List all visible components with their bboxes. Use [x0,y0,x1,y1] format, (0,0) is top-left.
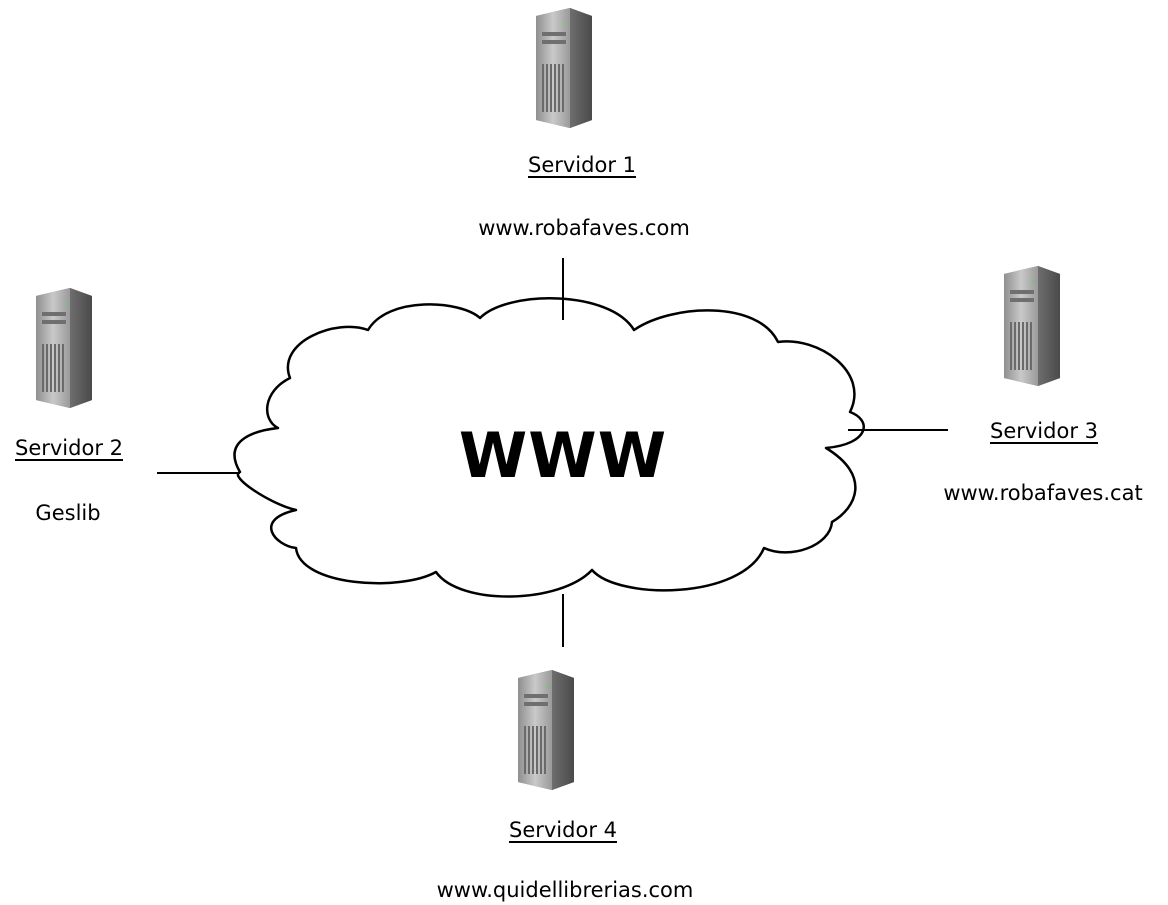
server-tower-icon [36,288,92,408]
connector-servidor-4 [562,594,564,647]
connector-servidor-1 [562,258,564,320]
server-2-detail: Geslib [35,501,101,525]
server-tower-icon [1004,266,1060,386]
server-1-detail: www.robafaves.com [478,216,690,240]
server-3-detail: www.robafaves.cat [943,481,1143,505]
connector-servidor-2 [157,472,240,474]
server-2-name: Servidor 2 [15,436,123,460]
server-3-name: Servidor 3 [990,419,1098,443]
server-tower-icon [536,8,592,128]
server-tower-icon [518,670,574,790]
server-4-name: Servidor 4 [509,818,617,842]
cloud-label: WWW [458,419,668,492]
server-4-detail: www.quidellibrerias.com [436,878,694,902]
connector-servidor-3 [848,429,948,431]
server-1-name: Servidor 1 [528,153,636,177]
